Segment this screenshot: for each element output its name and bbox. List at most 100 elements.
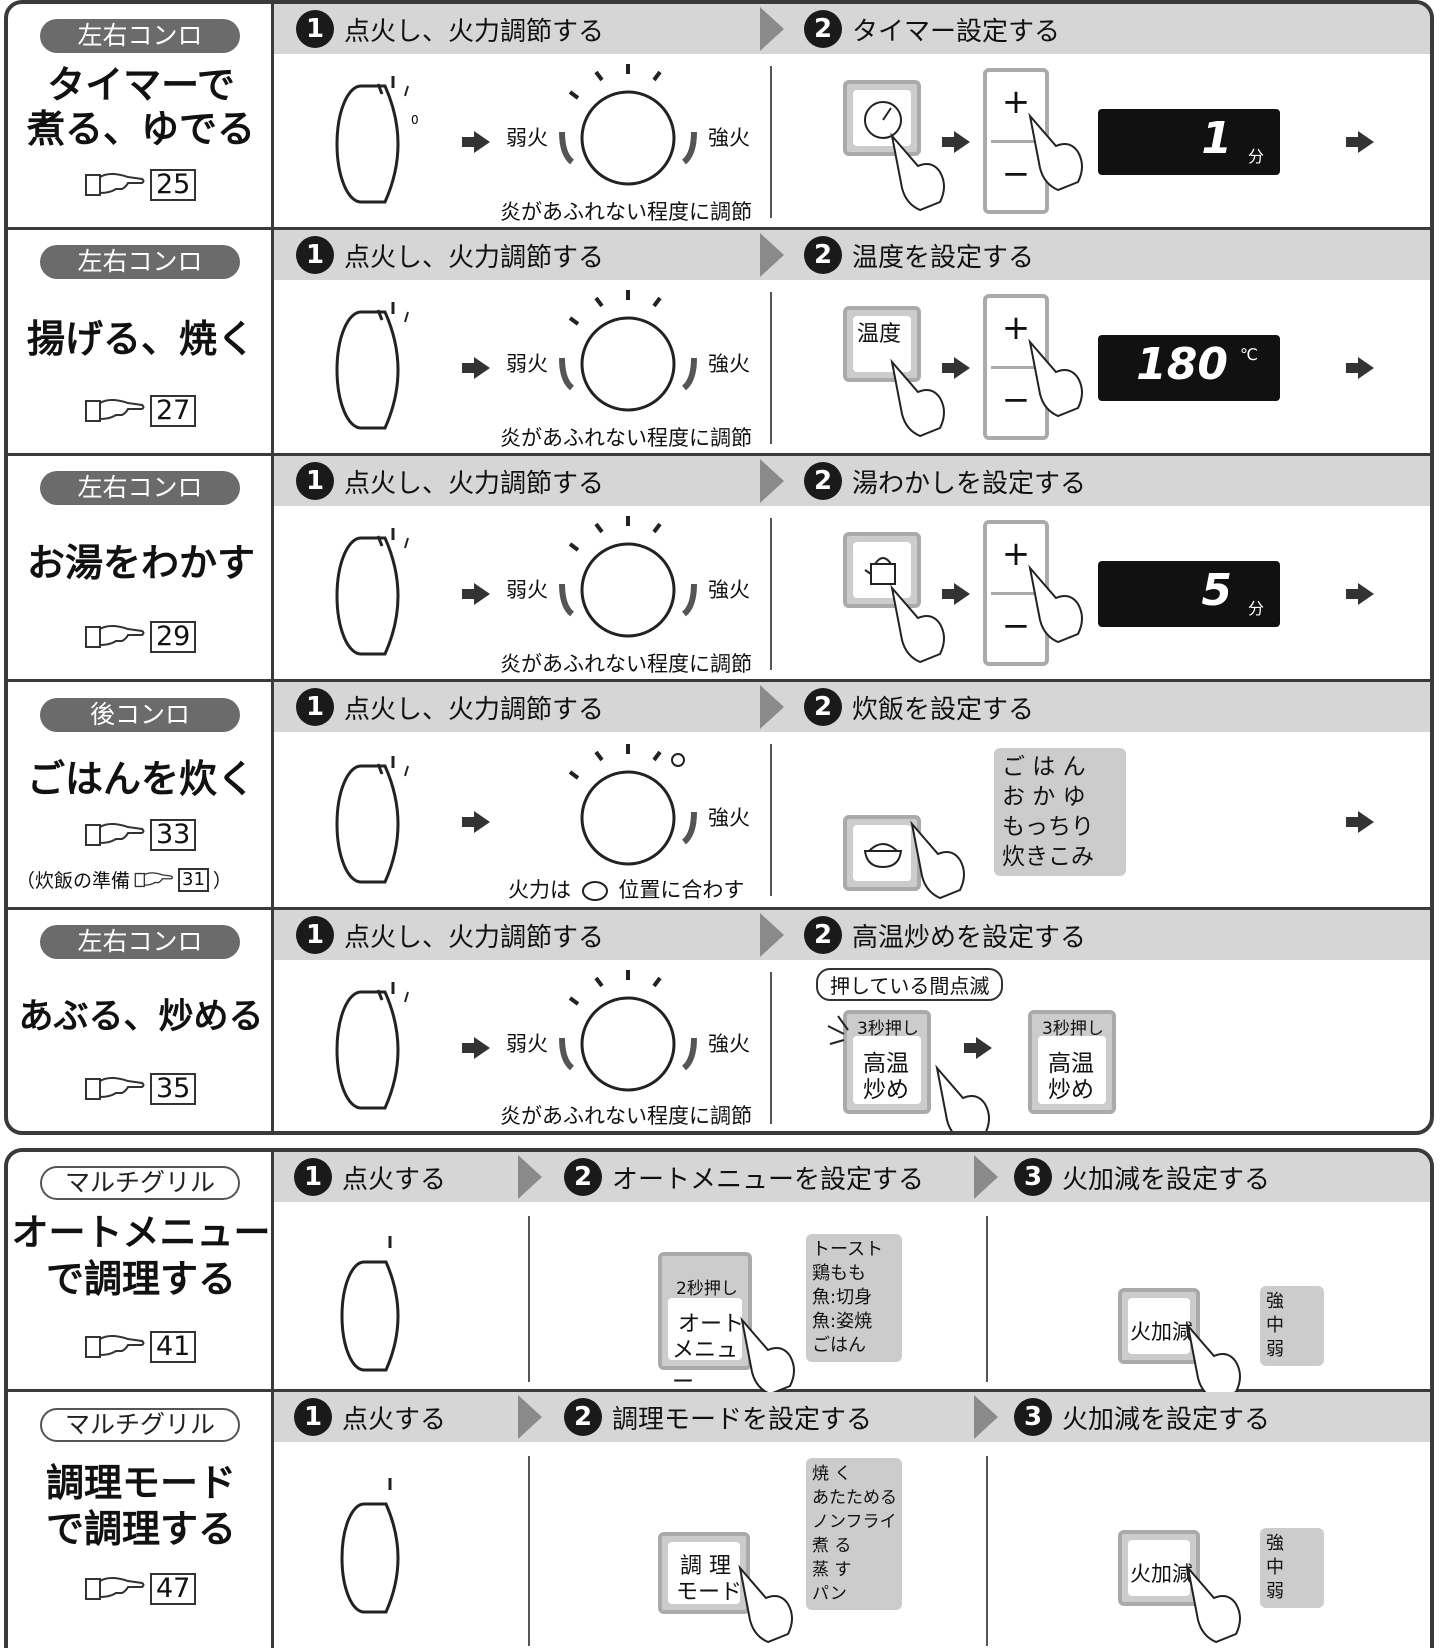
plus-button[interactable]: + bbox=[1001, 308, 1031, 348]
page-reference[interactable]: 29 bbox=[84, 620, 197, 654]
heat-level-item[interactable]: 中 bbox=[1266, 1557, 1284, 1578]
minus-button[interactable]: − bbox=[1001, 380, 1031, 420]
step-3-label: 火加減を設定する bbox=[1062, 1164, 1271, 1195]
arrow-icon bbox=[462, 131, 490, 153]
display-value: 5 bbox=[1201, 565, 1232, 616]
strong-label: 強火 bbox=[708, 1032, 750, 1056]
divider bbox=[528, 1216, 530, 1382]
plus-button[interactable]: + bbox=[1001, 82, 1031, 122]
page-reference[interactable]: 41 bbox=[84, 1330, 197, 1364]
flame-note: 炎があふれない程度に調節 bbox=[500, 652, 752, 676]
press-label: 2秒押し bbox=[676, 1279, 738, 1299]
heat-level-item[interactable]: 強 bbox=[1266, 1291, 1284, 1312]
heat-level-item[interactable]: 弱 bbox=[1266, 1581, 1284, 1602]
temperature-display: 180℃ bbox=[1098, 335, 1280, 401]
heat-level-item[interactable]: 中 bbox=[1266, 1315, 1284, 1336]
heat-level-button[interactable]: 火加減 bbox=[1118, 1530, 1200, 1606]
rice-menu-item[interactable]: もっちり bbox=[1002, 814, 1094, 840]
display-unit: ℃ bbox=[1240, 345, 1258, 364]
page-reference[interactable]: 25 bbox=[84, 168, 197, 202]
reference-number: 35 bbox=[150, 1073, 197, 1105]
page-reference[interactable]: 27 bbox=[84, 394, 197, 428]
minus-button[interactable]: − bbox=[1001, 154, 1031, 194]
chevron-icon bbox=[974, 1155, 998, 1199]
page-reference[interactable]: 33 bbox=[84, 818, 197, 852]
auto-menu-item[interactable]: 鶏もも bbox=[812, 1263, 866, 1284]
auto-menu-item[interactable]: 魚:姿焼 bbox=[812, 1311, 873, 1332]
step-number: 1 bbox=[294, 1398, 332, 1436]
minus-button[interactable]: − bbox=[1001, 606, 1031, 646]
auto-menu-item[interactable]: 魚:切身 bbox=[812, 1287, 873, 1308]
step-band bbox=[274, 230, 1430, 280]
heat-level-item[interactable]: 強 bbox=[1266, 1533, 1284, 1554]
cook-mode-item[interactable]: パン bbox=[812, 1584, 847, 1604]
auto-menu-item[interactable]: トースト bbox=[812, 1239, 884, 1260]
pointing-hand-icon bbox=[1028, 338, 1083, 418]
heat-button-label: 火加減 bbox=[1130, 1320, 1193, 1344]
heat-level-item[interactable]: 弱 bbox=[1266, 1339, 1284, 1360]
step-2-label: タイマー設定する bbox=[852, 16, 1061, 47]
pointing-hand-icon bbox=[1028, 112, 1083, 192]
cook-mode-item[interactable]: 蒸 す bbox=[812, 1560, 852, 1580]
arrow-icon bbox=[1346, 131, 1374, 153]
flame-note: 炎があふれない程度に調節 bbox=[500, 1104, 752, 1128]
step-2-label: 湯わかしを設定する bbox=[852, 468, 1087, 499]
step-1-label: 点火し、火力調節する bbox=[344, 242, 605, 273]
auto-menu-item[interactable]: ごはん bbox=[812, 1335, 866, 1356]
divider bbox=[770, 972, 772, 1124]
reference-number: 29 bbox=[150, 621, 197, 653]
reference-number: 25 bbox=[150, 169, 197, 201]
divider bbox=[986, 1216, 988, 1382]
cook-mode-item[interactable]: 焼 く bbox=[812, 1464, 852, 1484]
step-number: 2 bbox=[564, 1398, 602, 1436]
row-title: タイマーで bbox=[47, 63, 235, 107]
step-2-label: 調理モードを設定する bbox=[612, 1404, 873, 1435]
heat-level-button[interactable]: 火加減 bbox=[1118, 1288, 1200, 1364]
step-band bbox=[274, 1392, 1430, 1442]
rice-menu-item[interactable]: お か ゆ bbox=[1002, 784, 1086, 810]
reference-number: 33 bbox=[150, 819, 197, 851]
button-label-1: 高温 bbox=[863, 1051, 909, 1077]
page-reference[interactable]: 47 bbox=[84, 1572, 197, 1606]
cook-mode-item[interactable]: あたためる bbox=[812, 1488, 897, 1508]
kettle-button[interactable] bbox=[843, 532, 921, 608]
temperature-button[interactable]: 温度 bbox=[843, 306, 921, 382]
rice-button[interactable] bbox=[843, 815, 921, 891]
rice-note-a: 火力は bbox=[508, 878, 571, 902]
prep-reference-number[interactable]: 31 bbox=[178, 867, 209, 892]
divider bbox=[770, 292, 772, 444]
knob-side-icon bbox=[335, 528, 409, 656]
prep-note-close: ） bbox=[212, 870, 232, 892]
arrow-icon bbox=[1346, 357, 1374, 379]
plus-button[interactable]: + bbox=[1001, 534, 1031, 574]
cook-mode-button[interactable]: 調 理 モード bbox=[658, 1532, 750, 1614]
reference-hand-icon bbox=[85, 1335, 145, 1358]
row-title: あぶる、炒める bbox=[18, 997, 264, 1037]
cook-mode-item[interactable]: ノンフライ bbox=[812, 1512, 897, 1532]
rice-menu-item[interactable]: ご は ん bbox=[1002, 754, 1086, 780]
step-1-label: 点火する bbox=[342, 1164, 447, 1195]
cook-mode-item[interactable]: 煮 る bbox=[812, 1536, 852, 1556]
row-header: マルチグリル 調理モード で調理する 47 bbox=[8, 1392, 274, 1648]
auto-menu-button[interactable]: 2秒押し オート メニュー bbox=[658, 1252, 752, 1395]
high-temp-stir-fry-button-result: 3秒押し 高温 炒め bbox=[1028, 1010, 1116, 1114]
high-temp-stir-fry-button[interactable]: 3秒押し 高温 炒め bbox=[843, 1010, 931, 1114]
reference-hand-icon bbox=[85, 399, 145, 422]
row-header: 後コンロ ごはんを炊く 33 （炊飯の準備 31 ） bbox=[8, 682, 274, 907]
rice-menu-item[interactable]: 炊きこみ bbox=[1002, 844, 1094, 870]
page-reference[interactable]: 35 bbox=[84, 1072, 197, 1106]
rice-bowl-icon bbox=[863, 843, 903, 869]
timer-button[interactable] bbox=[843, 80, 921, 156]
